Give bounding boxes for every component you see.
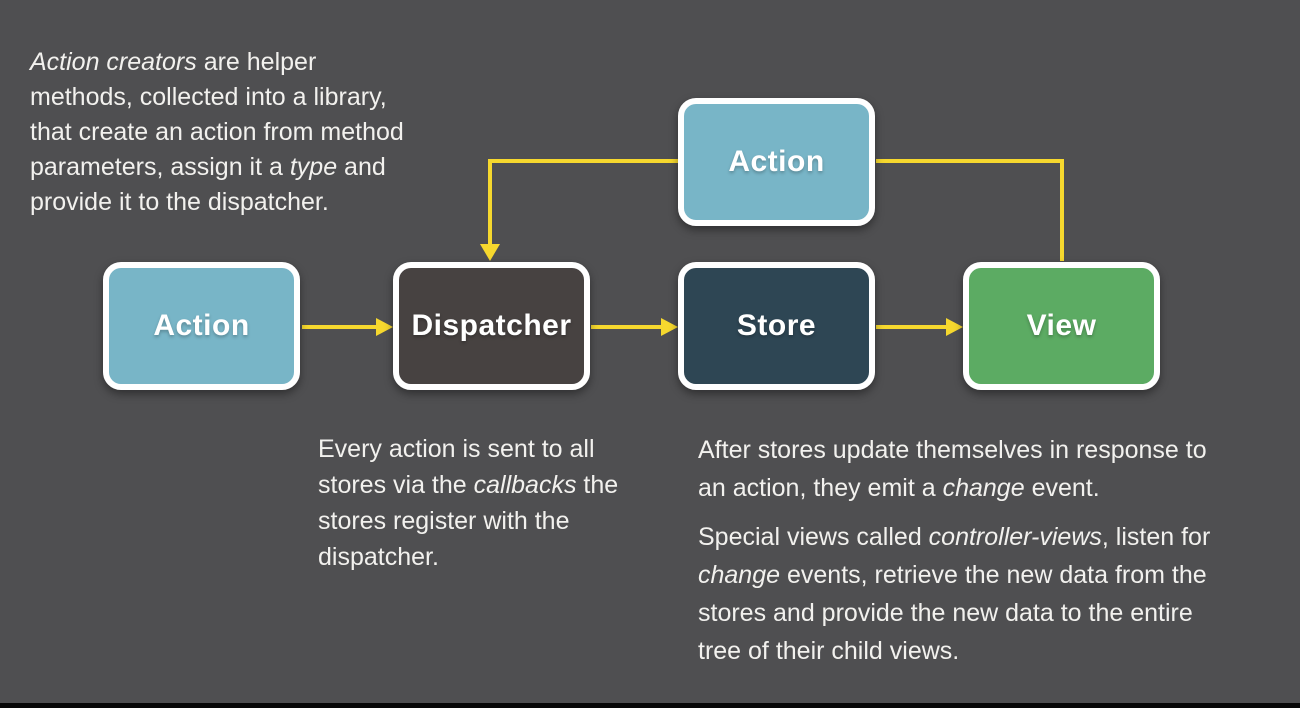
paragraph-change-event: After stores update themselves in respon… [698, 431, 1288, 507]
text-line: that create an action from method [30, 115, 500, 150]
text-line: stores via the callbacks the [318, 467, 678, 503]
arrowhead-into-view [946, 318, 963, 336]
text-segment: provide it to the dispatcher. [30, 188, 329, 216]
text-segment: Action creators [30, 48, 197, 76]
text-segment: Special views called [698, 523, 929, 551]
text-segment: Every action is sent to all [318, 435, 595, 463]
text-line: Action creators are helper [30, 45, 500, 80]
edge-action-to-dispatcher [488, 159, 681, 245]
text-segment: methods, collected into a library, [30, 83, 387, 111]
node-action-label: Action [153, 309, 250, 342]
text-line: Special views called controller-views, l… [698, 518, 1288, 556]
node-store-label: Store [736, 309, 817, 342]
text-segment: parameters, assign it a [30, 153, 290, 181]
paragraph-controller-views: Special views called controller-views, l… [698, 518, 1288, 670]
node-action: Action [103, 262, 300, 390]
text-segment: events, retrieve the new data from the [780, 561, 1207, 589]
text-segment: change [942, 474, 1025, 502]
text-line: parameters, assign it a type and [30, 150, 500, 185]
text-segment: are helper [196, 48, 317, 76]
node-view-label: View [1026, 309, 1097, 342]
text-line: provide it to the dispatcher. [30, 185, 500, 220]
text-line: methods, collected into a library, [30, 80, 500, 115]
text-line: Every action is sent to all [318, 431, 678, 467]
node-dispatcher: Dispatcher [393, 262, 590, 390]
annotation-action-creators: Action creators are helper methods, coll… [30, 45, 500, 220]
annotation-dispatcher-callbacks: Every action is sent to all stores via t… [318, 431, 678, 575]
text-segment: , listen for [1101, 523, 1211, 551]
node-store: Store [678, 262, 875, 390]
node-view: View [963, 262, 1160, 390]
text-segment: event. [1024, 474, 1100, 502]
text-segment: the [576, 471, 619, 499]
text-segment: that create an action from method [30, 118, 404, 146]
text-line: dispatcher. [318, 539, 678, 575]
text-segment: After stores update themselves in respon… [698, 436, 1207, 464]
text-segment: change [698, 561, 781, 589]
text-line: stores and provide the new data to the e… [698, 594, 1288, 632]
annotation-stores-and-views: After stores update themselves in respon… [698, 431, 1288, 670]
arrowhead-into-dispatcher-top [480, 244, 500, 261]
arrowhead-into-store [661, 318, 678, 336]
text-segment: an action, they emit a [698, 474, 943, 502]
node-action-top-label: Action [728, 145, 825, 178]
node-dispatcher-label: Dispatcher [411, 309, 572, 342]
text-line: After stores update themselves in respon… [698, 431, 1288, 469]
text-segment: stores register with the [318, 507, 570, 535]
text-line: change events, retrieve the new data fro… [698, 556, 1288, 594]
text-line: stores register with the [318, 503, 678, 539]
text-segment: tree of their child views. [698, 637, 960, 665]
edge-view-to-action [876, 159, 1064, 261]
arrowhead-into-dispatcher [376, 318, 393, 336]
text-line: an action, they emit a change event. [698, 469, 1288, 507]
text-segment: stores via the [318, 471, 474, 499]
bottom-border [0, 703, 1300, 708]
text-segment: callbacks [473, 471, 577, 499]
text-segment: and [337, 153, 386, 181]
text-segment: controller-views [928, 523, 1102, 551]
node-action-top: Action [678, 98, 875, 226]
text-segment: type [289, 153, 338, 181]
text-segment: dispatcher. [318, 543, 439, 571]
text-segment: stores and provide the new data to the e… [698, 599, 1193, 627]
text-line: tree of their child views. [698, 632, 1288, 670]
